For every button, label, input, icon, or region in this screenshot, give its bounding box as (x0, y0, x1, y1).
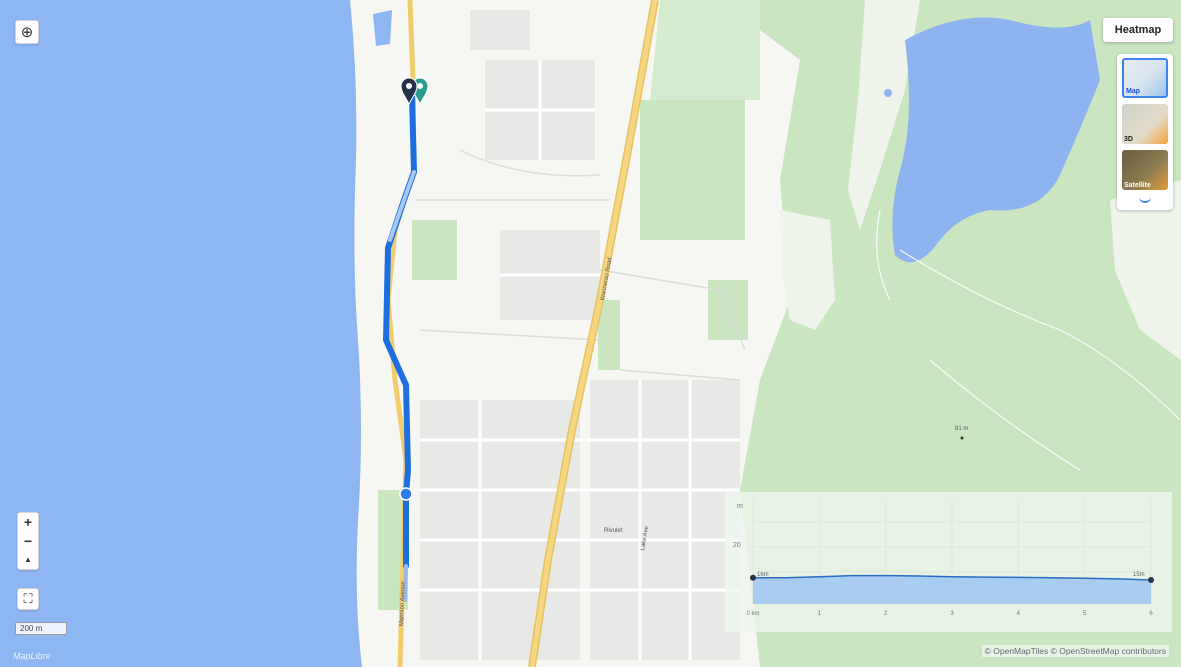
end-marker[interactable] (400, 77, 418, 106)
layer-satellite-option[interactable]: Satellite (1122, 150, 1168, 190)
route-waypoint[interactable] (399, 487, 413, 501)
locate-button[interactable]: ⊕ (15, 20, 39, 44)
y-tick: 20 (733, 542, 741, 549)
x-tick-label: 0 km (746, 611, 759, 617)
crosshair-icon: ⊕ (20, 24, 34, 41)
street-label: Rivulet (604, 528, 623, 534)
elevation-end-label: 15m (1133, 572, 1145, 578)
elevation-start-label: 16m (757, 572, 769, 578)
park-parcel-2 (650, 0, 760, 100)
park-parcel (640, 100, 745, 240)
route-line (383, 93, 417, 602)
fullscreen-button[interactable]: ⛶ (17, 588, 39, 610)
x-tick-label: 6 (1149, 611, 1153, 617)
elevation-area (753, 575, 1151, 604)
clearing-area-2 (1110, 180, 1181, 360)
layer-label: Map (1126, 88, 1140, 95)
pond-2 (373, 10, 392, 46)
elevation-start-point (750, 574, 756, 581)
x-tick-label: 4 (1017, 611, 1021, 617)
x-tick-label: 3 (950, 611, 954, 617)
x-tick-label: 2 (884, 611, 888, 617)
minor-roads (415, 149, 746, 381)
y-axis-unit: m (737, 503, 743, 510)
ocean (0, 0, 362, 667)
park-parcel-3 (412, 220, 457, 280)
layer-switcher: Map 3D Satellite (1117, 54, 1173, 210)
compass-button[interactable]: ▲ (24, 554, 32, 564)
elevation-end-point (1148, 577, 1154, 583)
brand-logo: MapLibre (13, 651, 51, 661)
elevation-profile[interactable]: m 20 16m 15m 0 km 1 2 3 4 5 6 (725, 492, 1172, 632)
peak-label: 81 m (955, 426, 969, 432)
layer-3d-option[interactable]: 3D (1122, 104, 1168, 144)
lake (892, 17, 1100, 263)
zoom-control: + − ▲ (17, 512, 39, 570)
layer-label: 3D (1124, 136, 1133, 143)
layer-label: Satellite (1124, 182, 1151, 189)
scale-bar: 200 m (15, 622, 67, 635)
elevation-chart: m 20 16m 15m 0 km 1 2 3 4 5 6 (733, 500, 1154, 617)
street-grid (420, 60, 740, 660)
elevation-line (753, 574, 1152, 581)
heatmap-button[interactable]: Heatmap (1103, 18, 1173, 42)
zoom-out-button[interactable]: − (23, 532, 33, 549)
park-parcel-5 (598, 300, 620, 370)
more-layers-icon[interactable] (1139, 193, 1151, 203)
clearing-area-3 (780, 210, 835, 330)
map-attribution[interactable]: © OpenMapTiles © OpenStreetMap contribut… (981, 645, 1169, 657)
clearing-area (848, 0, 920, 230)
fullscreen-icon: ⛶ (23, 591, 33, 606)
pond (884, 89, 892, 97)
trails (876, 209, 1181, 471)
zoom-in-button[interactable]: + (23, 514, 33, 531)
peak-point (960, 436, 964, 440)
x-tick-label: 1 (818, 611, 822, 617)
x-tick-label: 5 (1083, 611, 1087, 617)
layer-map-option[interactable]: Map (1122, 58, 1168, 98)
